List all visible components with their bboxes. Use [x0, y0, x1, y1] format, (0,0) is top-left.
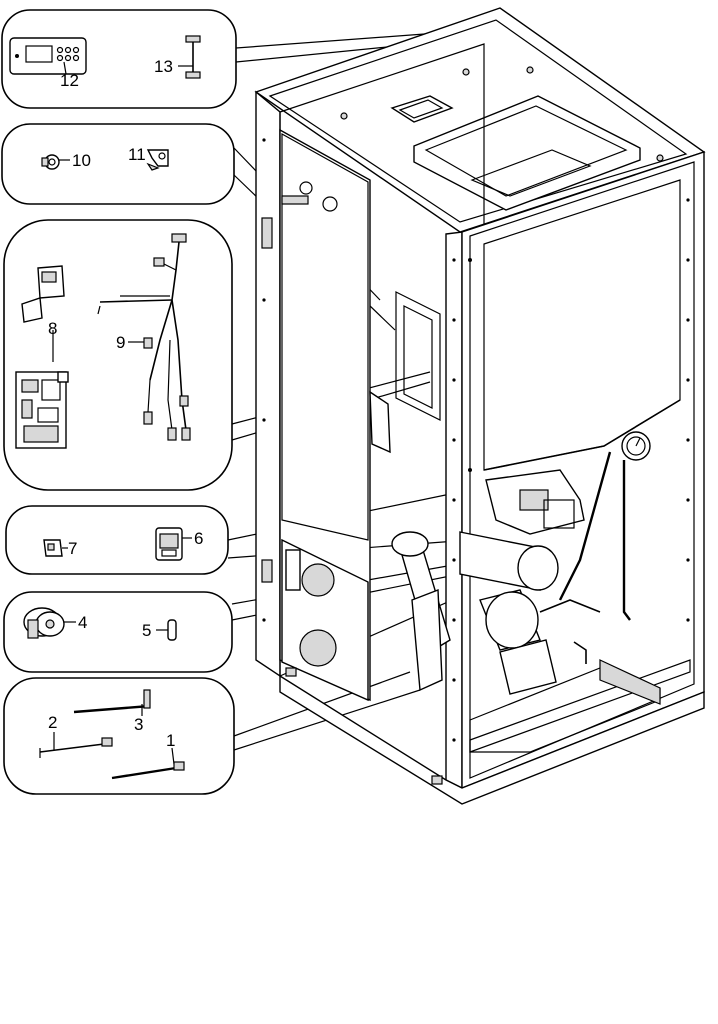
callout-5: 5	[142, 621, 151, 640]
callout-12: 12	[60, 71, 79, 90]
callout-7: 7	[68, 539, 77, 558]
fan-bracket	[499, 639, 557, 695]
temperature-sensor-part	[41, 154, 70, 170]
auger-cylinder	[391, 531, 451, 692]
callout-2: 2	[48, 713, 57, 732]
cleaning-rod-part	[73, 689, 151, 716]
callout-6: 6	[194, 529, 203, 548]
callout-9: 9	[116, 333, 125, 352]
control-board-part	[15, 265, 69, 449]
level-probe-part	[39, 732, 113, 758]
control-panel-display-part	[9, 37, 87, 75]
fuse-part	[156, 619, 177, 641]
boiler-cabinet	[254, 7, 706, 805]
callout-labels: 12 13 10 11 8 9 7 6 4 5 3 2 1	[48, 57, 203, 750]
pressure-gauge	[621, 431, 651, 461]
callout-10: 10	[72, 151, 91, 170]
fan-cylinder	[479, 589, 541, 651]
safety-switch-part	[146, 149, 169, 171]
microswitch-part	[43, 539, 68, 557]
callout-3: 3	[134, 715, 143, 734]
ignition-heater-part	[111, 747, 185, 780]
callout-11: 11	[128, 145, 146, 164]
callout-4: 4	[78, 613, 87, 632]
callout-panel-4-5	[3, 591, 233, 673]
cable-connector-part	[178, 35, 201, 79]
callout-panel-10-11	[1, 123, 235, 205]
wiring-harness-part	[97, 233, 191, 441]
ignition-motor-part	[23, 607, 76, 639]
callout-panel-8-9	[3, 219, 233, 491]
callout-8: 8	[48, 319, 57, 338]
burner-cylinder	[459, 531, 559, 591]
callout-1: 1	[166, 731, 175, 750]
power-socket-part	[155, 527, 192, 561]
callout-13: 13	[154, 57, 173, 76]
callout-panel-12-13	[1, 9, 237, 109]
